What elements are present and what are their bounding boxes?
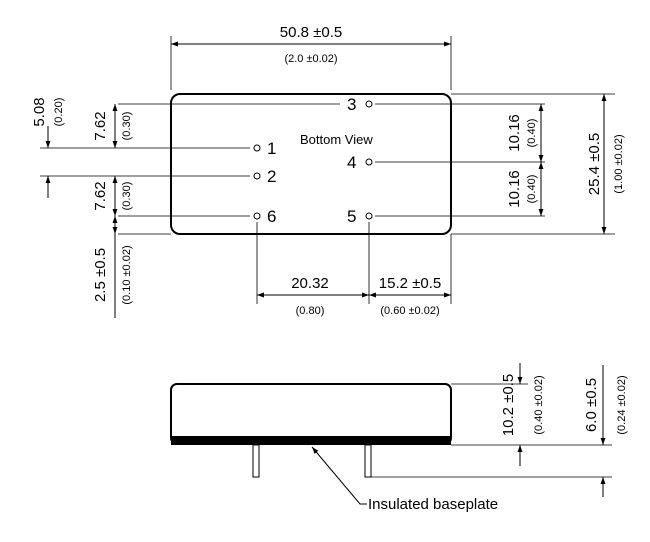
pin-6-label: 6 xyxy=(267,207,276,226)
case-height-mm: 10.2 ±0.5 xyxy=(500,374,517,436)
pin-2-label: 2 xyxy=(267,167,276,186)
pin-1-hole xyxy=(253,144,261,152)
pin-4: 4 xyxy=(347,153,373,172)
pin-length-mm: 6.0 ±0.5 xyxy=(583,378,600,432)
pin-2: 2 xyxy=(253,167,276,186)
pin2-to-pin6-mm: 7.62 xyxy=(92,181,109,210)
pin-4-label: 4 xyxy=(347,153,356,172)
height-mm: 25.4 ±0.5 xyxy=(586,133,603,195)
baseplate-leader xyxy=(311,446,367,505)
pin-3: 3 xyxy=(347,95,373,114)
pin6-to-pin5-in: (0.80) xyxy=(296,305,325,317)
pin5-to-edge-in: (0.60 ±0.02) xyxy=(380,305,439,317)
pin-3-label: 3 xyxy=(347,95,356,114)
pin-5-label: 5 xyxy=(347,207,356,226)
pin-spacing-right-upper-mm: 10.16 xyxy=(506,114,523,152)
pin5-to-edge-mm: 15.2 ±0.5 xyxy=(379,275,441,292)
height-in: (1.00 ±0.02) xyxy=(613,134,625,193)
pin-3-hole xyxy=(365,100,373,108)
width-in: (2.0 ±0.02) xyxy=(284,53,337,65)
module-outline xyxy=(170,93,452,235)
pin-1-label: 1 xyxy=(267,139,276,158)
pin3-to-pin1-in: (0.30) xyxy=(121,112,133,141)
width-mm: 50.8 ±0.5 xyxy=(280,24,342,41)
baseplate-label: Insulated baseplate xyxy=(368,496,498,513)
pin-length-in: (0.24 ±0.02) xyxy=(616,375,628,434)
side-view-drawing: 10.2 ±0.5 (0.40 ±0.02) 6.0 ±0.5 (0.24 ±0… xyxy=(170,363,628,513)
case-height-in: (0.40 ±0.02) xyxy=(533,375,545,434)
pin-spacing-right-lower-in: (0.40) xyxy=(526,175,538,204)
pin-6-hole xyxy=(253,212,261,220)
top-to-pin3-mm: 5.08 xyxy=(31,97,48,126)
case-body xyxy=(170,383,452,445)
pin-5-hole xyxy=(365,212,373,220)
pin-right xyxy=(364,444,372,478)
pin-left xyxy=(252,444,260,478)
baseplate xyxy=(171,436,451,445)
pin-spacing-right-upper-in: (0.40) xyxy=(526,119,538,148)
pin2-to-pin6-in: (0.30) xyxy=(121,182,133,211)
pin-4-hole xyxy=(365,158,373,166)
pin-1: 1 xyxy=(253,139,276,158)
view-title: Bottom View xyxy=(300,132,373,147)
edge-to-pin6-in: (0.10 ±0.02) xyxy=(121,245,133,304)
pin-spacing-right-lower-mm: 10.16 xyxy=(506,170,523,208)
pin6-to-pin5-mm: 20.32 xyxy=(291,275,329,292)
bottom-view-drawing: Bottom View 3 1 2 6 4 5 xyxy=(31,24,625,318)
pin-5: 5 xyxy=(347,207,373,226)
pin-6: 6 xyxy=(253,207,276,226)
pin3-to-pin1-mm: 7.62 xyxy=(92,111,109,140)
edge-to-pin6-mm: 2.5 ±0.5 xyxy=(92,248,109,302)
pin-2-hole xyxy=(253,172,261,180)
top-to-pin3-in: (0.20) xyxy=(53,98,65,127)
